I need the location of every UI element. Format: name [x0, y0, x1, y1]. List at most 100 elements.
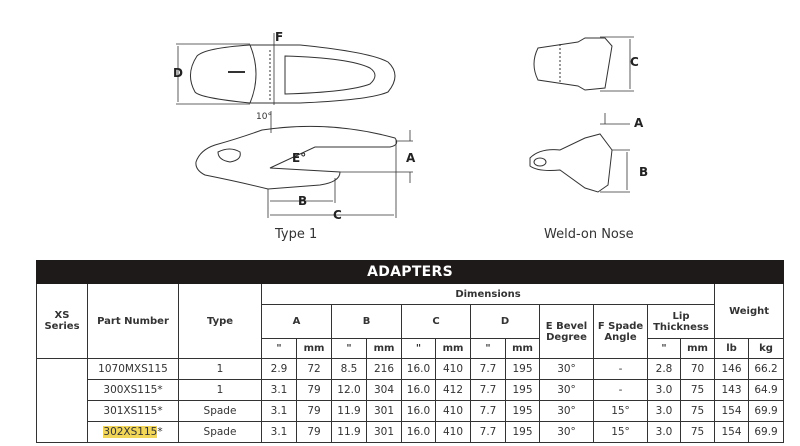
cell-type: 1 — [178, 379, 262, 401]
unit-lb: lb — [714, 338, 749, 359]
cell-b-mm: 216 — [366, 358, 402, 380]
cell-lb: 146 — [714, 358, 749, 380]
cell-c-mm: 410 — [435, 400, 471, 422]
cell-lip-in: 3.0 — [647, 421, 681, 443]
cell-f: 15° — [593, 400, 648, 422]
type1-drawing — [176, 33, 413, 218]
cell-type: Spade — [178, 421, 262, 443]
unit-inch: " — [261, 338, 297, 359]
nose-top-view — [533, 37, 613, 91]
cell-c-mm: 412 — [435, 379, 471, 401]
cell-type: 1 — [178, 358, 262, 380]
cell-e: 30° — [539, 379, 594, 401]
part-number-cell: 301XS115* — [87, 400, 179, 422]
cell-a-in: 3.1 — [261, 379, 297, 401]
cell-lip-mm: 75 — [680, 400, 715, 422]
unit-kg: kg — [747, 338, 785, 359]
cell-c-in: 16.0 — [401, 421, 436, 443]
cell-a-mm: 79 — [296, 421, 332, 443]
diagrams: D F 10° E° A B C Type 1 C A B Weld-on No… — [173, 30, 648, 242]
cell-kg: 66.2 — [747, 358, 785, 380]
cell-f: 15° — [593, 421, 648, 443]
unit-inch: " — [470, 338, 506, 359]
weld-on-nose-drawing — [529, 36, 634, 193]
dim-label-angle: 10° — [256, 112, 272, 122]
cell-lip-in: 2.8 — [647, 358, 681, 380]
cell-a-in: 3.1 — [261, 400, 297, 422]
cell-d-mm: 195 — [505, 358, 540, 380]
cell-e: 30° — [539, 400, 594, 422]
cell-b-in: 8.5 — [331, 358, 367, 380]
cell-a-in: 3.1 — [261, 421, 297, 443]
cell-type: Spade — [178, 400, 262, 422]
cell-d-mm: 195 — [505, 379, 540, 401]
dim-label-e: E° — [292, 151, 306, 165]
unit-inch: " — [401, 338, 436, 359]
cell-lip-mm: 75 — [680, 421, 715, 443]
header-e-bevel: E Bevel Degree — [539, 304, 594, 359]
dim-label-b: B — [298, 194, 307, 208]
table-title: ADAPTERS — [35, 260, 785, 284]
header-series: XS Series — [36, 283, 88, 359]
unit-mm: mm — [435, 338, 471, 359]
cell-d-in: 7.7 — [470, 379, 506, 401]
nose-label-a: A — [634, 116, 644, 130]
unit-inch: " — [647, 338, 681, 359]
adapters-table: ADAPTERS XS Series Part Number Type Dime… — [35, 260, 785, 443]
nose-label-b: B — [639, 165, 648, 179]
header-weight: Weight — [713, 283, 785, 339]
header-part-number: Part Number — [87, 283, 179, 359]
cell-lb: 143 — [714, 379, 749, 401]
cell-f: - — [593, 379, 648, 401]
header-c: C — [401, 304, 471, 339]
unit-mm: mm — [505, 338, 540, 359]
type1-top-view — [190, 44, 396, 104]
cell-a-in: 2.9 — [261, 358, 297, 380]
cell-b-in: 12.0 — [331, 379, 367, 401]
part-number-cell: 302XS115* — [87, 421, 179, 443]
cell-c-in: 16.0 — [401, 379, 436, 401]
cell-a-mm: 72 — [296, 358, 332, 380]
part-number-cell: 1070MXS115 — [87, 358, 179, 380]
footnote-star: * — [157, 426, 163, 438]
cell-b-in: 11.9 — [331, 421, 367, 443]
nose-label-c: C — [630, 55, 639, 69]
footnote-star: * — [157, 405, 163, 417]
cell-a-mm: 79 — [296, 400, 332, 422]
header-d: D — [470, 304, 540, 339]
dim-label-f: F — [275, 30, 283, 44]
cell-d-mm: 195 — [505, 421, 540, 443]
cell-c-in: 16.0 — [401, 358, 436, 380]
dim-label-d: D — [173, 66, 183, 80]
part-number: 301XS115 — [103, 405, 158, 417]
cell-lip-in: 3.0 — [647, 400, 681, 422]
dim-label-a: A — [406, 151, 416, 165]
cell-d-in: 7.7 — [470, 400, 506, 422]
header-type: Type — [178, 283, 262, 359]
cell-lip-mm: 75 — [680, 379, 715, 401]
unit-mm: mm — [680, 338, 715, 359]
header-a: A — [261, 304, 332, 339]
cell-d-in: 7.7 — [470, 421, 506, 443]
header-lip: Lip Thickness — [647, 304, 715, 339]
unit-mm: mm — [296, 338, 332, 359]
cell-b-mm: 301 — [366, 421, 402, 443]
cell-lb: 154 — [714, 421, 749, 443]
cell-f: - — [593, 358, 648, 380]
cell-c-mm: 410 — [435, 421, 471, 443]
nose-side-view — [529, 133, 613, 193]
cell-d-mm: 195 — [505, 400, 540, 422]
cell-kg: 69.9 — [747, 400, 785, 422]
unit-inch: " — [331, 338, 367, 359]
cell-c-in: 16.0 — [401, 400, 436, 422]
unit-mm: mm — [366, 338, 402, 359]
cell-c-mm: 410 — [435, 358, 471, 380]
footnote-star: * — [157, 384, 163, 396]
cell-kg: 69.9 — [747, 421, 785, 443]
cell-b-mm: 301 — [366, 400, 402, 422]
cell-b-in: 11.9 — [331, 400, 367, 422]
